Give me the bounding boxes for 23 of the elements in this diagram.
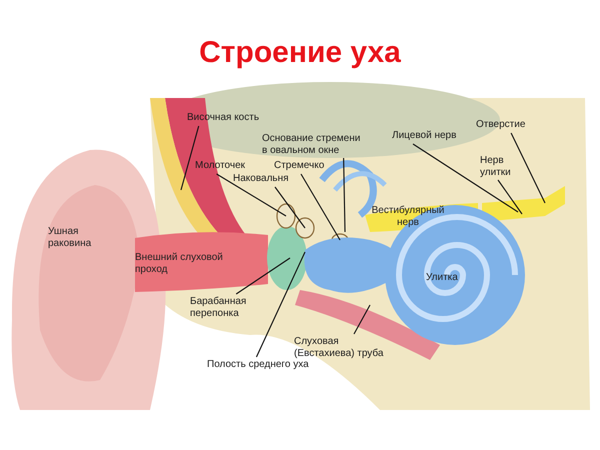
title: Строение уха bbox=[198, 36, 402, 70]
leader-line bbox=[510, 132, 546, 204]
leader-line bbox=[300, 174, 340, 240]
leader-label: Наковальня bbox=[233, 173, 293, 184]
leader-line bbox=[343, 158, 346, 232]
leader-label: Нерв улитки bbox=[480, 155, 516, 178]
leader-label: Слуховая (Евстахиева) труба bbox=[294, 336, 394, 359]
leader-label: Барабанная перепонка bbox=[190, 296, 256, 319]
leader-label: Основание стремени в овальном окне bbox=[262, 133, 364, 156]
leader-line bbox=[236, 258, 290, 294]
part-label: Улитка bbox=[426, 272, 459, 284]
part-label: Внешний слуховой проход bbox=[135, 252, 224, 275]
part-label: Ушная раковина bbox=[48, 226, 92, 249]
leader-line bbox=[498, 180, 522, 214]
leader-line bbox=[256, 252, 306, 358]
leader-line bbox=[412, 144, 518, 212]
leader-line bbox=[180, 126, 200, 190]
leader-label: Отверстие bbox=[476, 119, 530, 130]
leader-label: Полость среднего уха bbox=[207, 359, 322, 370]
leader-line bbox=[354, 304, 370, 334]
leader-label: Стремечко bbox=[274, 160, 328, 172]
leader-label: Лицевой нерв bbox=[392, 130, 462, 142]
leader-line bbox=[274, 186, 306, 228]
